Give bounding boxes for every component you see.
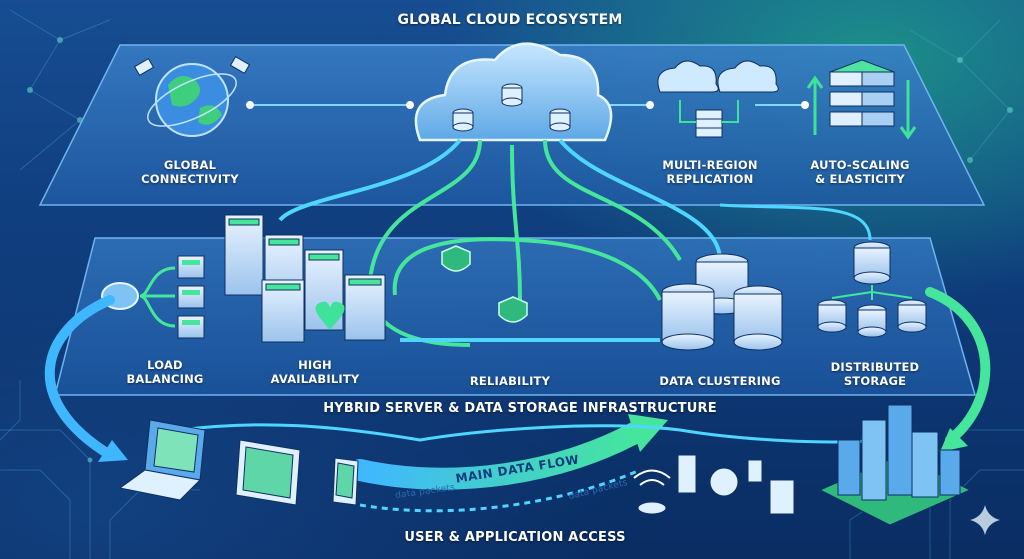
- left-down-arrow: [45, 295, 115, 460]
- label-multi-region: MULTI-REGION REPLICATION: [645, 158, 775, 186]
- packet-flow-line: [359, 468, 641, 513]
- label-line: REPLICATION: [666, 172, 754, 186]
- tablet-icon: [235, 439, 301, 506]
- storage-flow-line: [719, 203, 872, 241]
- label-line: DISTRIBUTED: [830, 360, 920, 374]
- city-icon: [818, 404, 972, 526]
- iot-devices-icon: [637, 454, 795, 515]
- load-balancer-icon: [101, 255, 205, 339]
- label-global-connectivity: GLOBAL CONNECTIVITY: [130, 158, 250, 186]
- shield-icon: [441, 245, 528, 323]
- distributed-storage-icon: [817, 241, 927, 338]
- label-load-balancing: LOAD BALANCING: [115, 358, 215, 386]
- globe-icon: [147, 63, 237, 137]
- right-down-arrow: [925, 287, 991, 445]
- access-flow-line: [179, 423, 881, 444]
- satellite-icon: [133, 55, 251, 77]
- sparkle-icon: [970, 505, 1000, 535]
- heart-icon: [315, 301, 345, 330]
- label-reliability: RELIABILITY: [469, 374, 551, 388]
- label-distributed-storage: DISTRIBUTED STORAGE: [810, 360, 940, 388]
- laptop-icon: [118, 419, 206, 501]
- cloud-icon: [414, 42, 613, 142]
- infrastructure-title: HYBRID SERVER & DATA STORAGE INFRASTRUCT…: [323, 401, 717, 416]
- replication-icon: [657, 60, 779, 138]
- label-line: STORAGE: [843, 374, 907, 388]
- database-cluster-icon: [661, 253, 783, 351]
- link-nodes: [246, 101, 809, 109]
- cloud-down-flows: [278, 138, 722, 347]
- label-high-availability: HIGH AVAILABILITY: [255, 358, 375, 386]
- label-line: AVAILABILITY: [270, 372, 360, 386]
- diagram-title: GLOBAL CLOUD ECOSYSTEM: [397, 12, 623, 28]
- label-line: HIGH: [298, 358, 332, 372]
- label-line: BALANCING: [126, 372, 204, 386]
- label-data-clustering: DATA CLUSTERING: [659, 374, 781, 388]
- label-line: CONNECTIVITY: [141, 172, 239, 186]
- main-flow-arrowhead: [628, 414, 668, 452]
- scale-arrows-icon: [806, 75, 917, 140]
- label-line: & ELASTICITY: [815, 172, 905, 186]
- label-line: LOAD: [147, 358, 183, 372]
- scaling-stack-icon: [828, 59, 896, 127]
- label-auto-scaling: AUTO-SCALING & ELASTICITY: [795, 158, 925, 186]
- background-circuit: [0, 9, 1024, 559]
- access-title: USER & APPLICATION ACCESS: [404, 530, 626, 545]
- wifi-icon: [633, 469, 671, 486]
- phone-icon: [332, 457, 359, 506]
- right-arrowhead: [940, 428, 968, 452]
- main-flow-arrow: [349, 419, 651, 490]
- label-line: AUTO-SCALING: [810, 158, 910, 172]
- left-arrowhead: [98, 440, 128, 462]
- label-line: MULTI-REGION: [662, 158, 758, 172]
- label-line: GLOBAL: [163, 158, 217, 172]
- server-rack-icon: [224, 214, 386, 343]
